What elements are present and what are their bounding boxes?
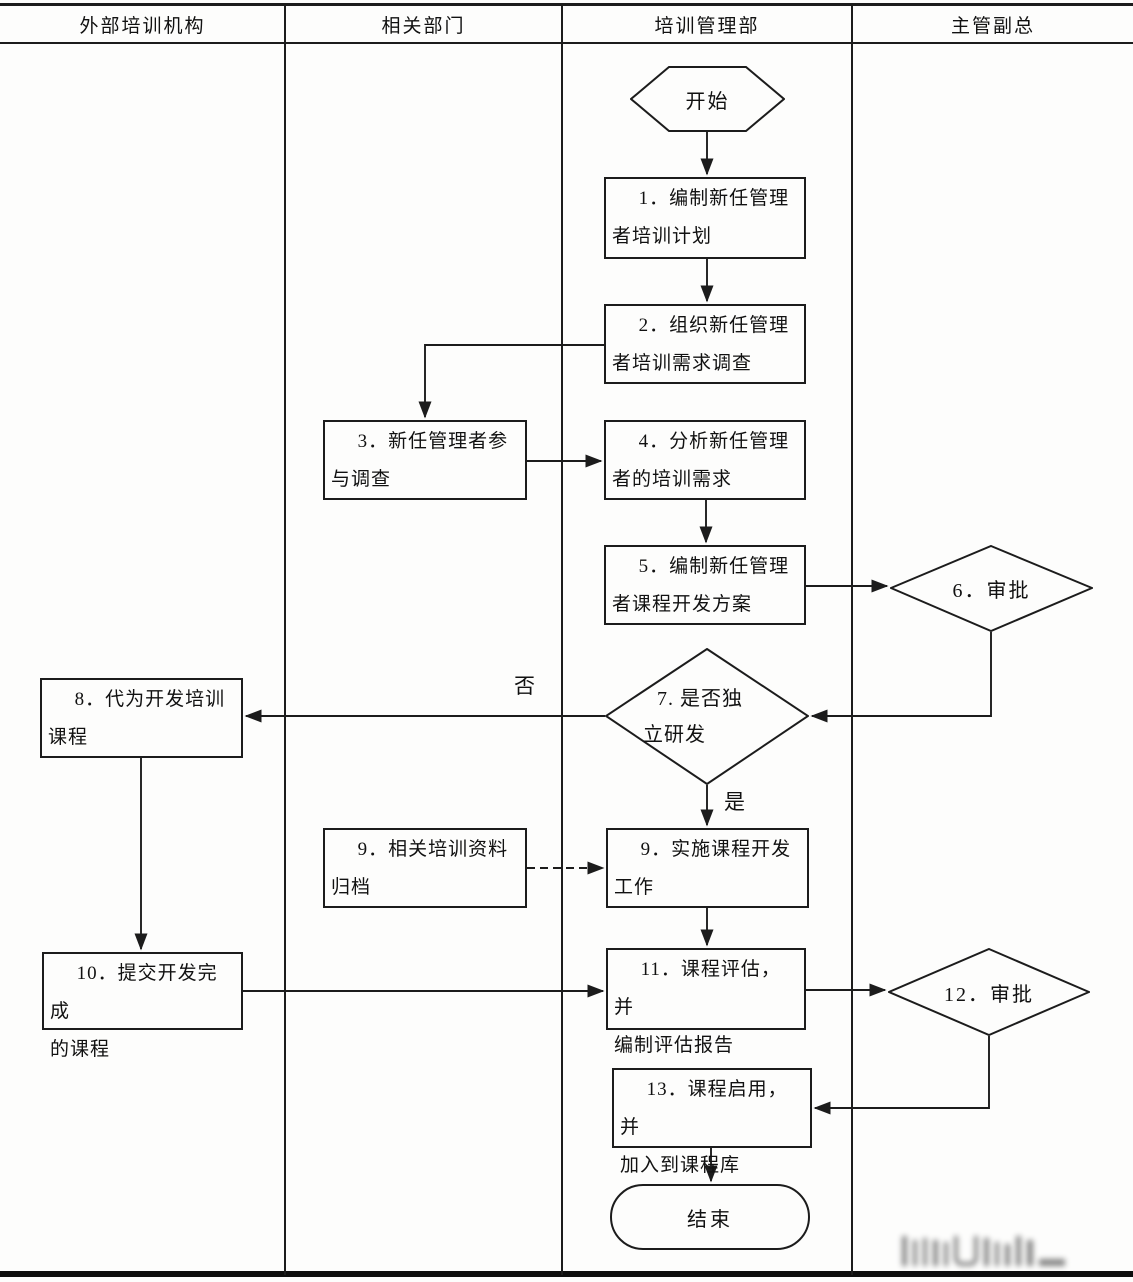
step-6-label: 6．审批 bbox=[952, 580, 1031, 602]
end-terminator: 结束 bbox=[610, 1184, 810, 1250]
step-12-label: 12．审批 bbox=[944, 983, 1034, 1006]
step-6-decision: 6．审批 bbox=[890, 545, 1093, 632]
step-12-decision: 12．审批 bbox=[888, 948, 1090, 1036]
start-terminator: 开始 bbox=[630, 66, 785, 132]
step-2-box: 2．组织新任管理 者培训需求调查 bbox=[604, 304, 806, 384]
diamond-shape bbox=[890, 545, 1093, 632]
edge-label-no: 否 bbox=[514, 674, 535, 698]
step-3-label: 3．新任管理者参 与调查 bbox=[331, 431, 509, 490]
lane-header-related-departments: 相关部门 bbox=[381, 15, 466, 37]
table-bottom-border bbox=[0, 1271, 1133, 1277]
step-3-box: 3．新任管理者参 与调查 bbox=[323, 420, 527, 500]
step-5-label: 5．编制新任管理 者课程开发方案 bbox=[612, 556, 790, 615]
hexagon-shape bbox=[630, 66, 785, 132]
step-10-box: 10．提交开发完成 的课程 bbox=[42, 952, 243, 1060]
step-5-box: 5．编制新任管理 者课程开发方案 bbox=[604, 545, 806, 625]
edge-step2-to-step3 bbox=[418, 344, 604, 419]
step-9-archive-label: 9．相关培训资料 归档 bbox=[331, 839, 509, 898]
step-13-box: 13．课程启用，并 加入到课程库 bbox=[612, 1068, 812, 1176]
end-label: 结束 bbox=[687, 1208, 733, 1231]
diamond-shape bbox=[605, 648, 809, 785]
step-11-label: 11．课程评估，并 编制评估报告 bbox=[614, 959, 781, 1056]
edge-label-yes: 是 bbox=[724, 790, 745, 814]
illegible-watermark bbox=[902, 1224, 1117, 1266]
step-1-label: 1．编制新任管理 者培训计划 bbox=[612, 188, 790, 247]
step-9-archive-box: 9．相关培训资料 归档 bbox=[323, 828, 527, 908]
step-9-implement-label: 9．实施课程开发 工作 bbox=[614, 839, 792, 898]
step-4-box: 4．分析新任管理 者的培训需求 bbox=[604, 420, 806, 500]
step-1-box: 1．编制新任管理 者培训计划 bbox=[604, 177, 806, 259]
lane-header-training-management: 培训管理部 bbox=[654, 15, 760, 37]
table-top-border bbox=[0, 3, 1133, 6]
diamond-shape bbox=[888, 948, 1090, 1036]
edge-step6-to-step7 bbox=[810, 632, 992, 723]
lane-divider-1 bbox=[284, 3, 286, 1275]
lane-header-deputy-gm: 主管副总 bbox=[950, 15, 1035, 37]
lane-divider-2 bbox=[561, 3, 563, 1275]
lane-header-external-training-org: 外部培训机构 bbox=[79, 15, 206, 37]
step-10-label: 10．提交开发完成 的课程 bbox=[50, 963, 218, 1060]
step-4-label: 4．分析新任管理 者的培训需求 bbox=[612, 431, 790, 490]
lane-divider-3 bbox=[851, 3, 853, 1275]
step-13-label: 13．课程启用，并 加入到课程库 bbox=[620, 1079, 788, 1176]
edge-step12-to-step13 bbox=[813, 1036, 990, 1115]
start-label: 开始 bbox=[685, 90, 730, 113]
step-8-label: 8．代为开发培训 课程 bbox=[48, 689, 226, 748]
step-9-implement-box: 9．实施课程开发 工作 bbox=[606, 828, 809, 908]
step-8-box: 8．代为开发培训 课程 bbox=[40, 678, 243, 758]
step-11-box: 11．课程评估，并 编制评估报告 bbox=[606, 948, 806, 1056]
step-7-label: 7. 是否独 立研发 bbox=[643, 687, 743, 746]
header-underline bbox=[0, 42, 1133, 44]
step-7-decision: 7. 是否独 立研发 bbox=[605, 648, 809, 785]
step-2-label: 2．组织新任管理 者培训需求调查 bbox=[612, 315, 790, 374]
